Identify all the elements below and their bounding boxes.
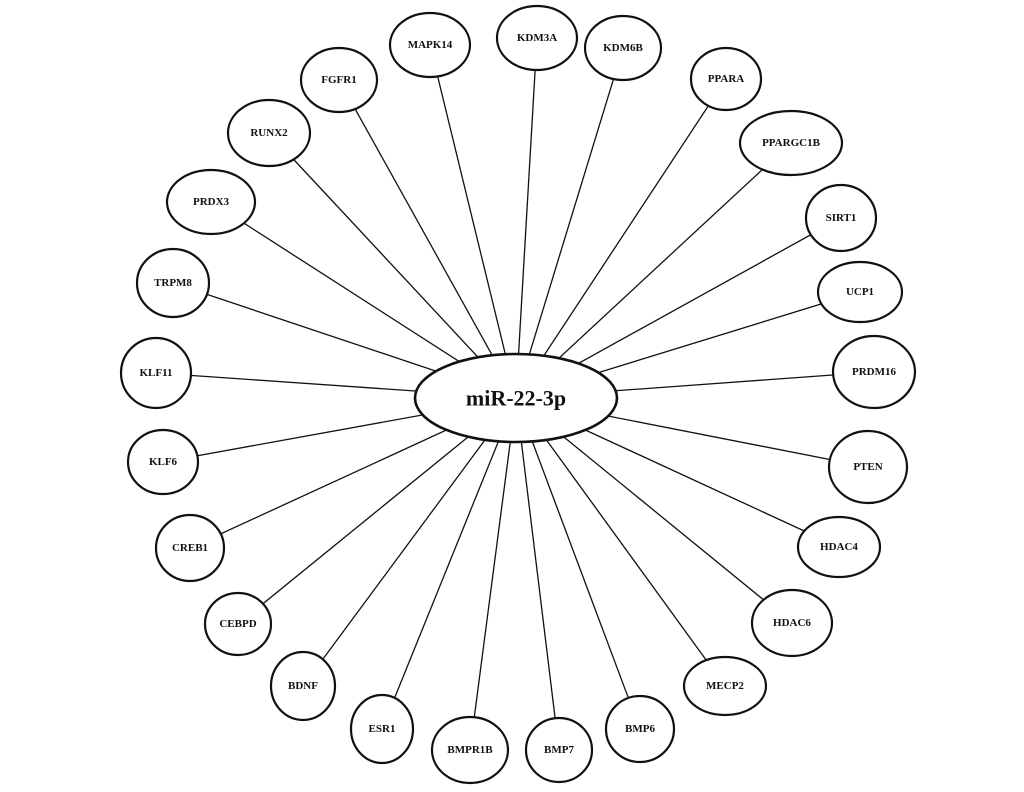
node-creb1-shape	[154, 513, 226, 583]
node-bmp6: BMP6	[604, 694, 676, 764]
node-sirt1: SIRT1	[804, 183, 878, 253]
node-hdac6-label: HDAC6	[773, 617, 811, 629]
node-bdnf-label: BDNF	[288, 680, 318, 692]
node-mapk14-label: MAPK14	[408, 39, 453, 51]
node-creb1: CREB1	[154, 513, 226, 583]
edge-bmp7	[515, 397, 560, 751]
edge-esr1	[381, 397, 517, 730]
node-klf11: KLF11	[119, 336, 193, 410]
node-kdm3a-label: KDM3A	[517, 32, 557, 44]
node-mapk14-shape	[388, 11, 472, 79]
edge-runx2	[268, 132, 517, 399]
node-prdx3: PRDX3	[165, 168, 257, 236]
node-cebpd-label: CEBPD	[219, 618, 256, 630]
edge-fgfr1	[338, 79, 517, 399]
node-cebpd-shape	[203, 591, 273, 657]
node-trpm8: TRPM8	[135, 247, 211, 319]
node-klf11-label: KLF11	[139, 367, 172, 379]
edge-mecp2	[515, 397, 726, 687]
node-runx2-label: RUNX2	[250, 127, 288, 139]
node-prdm16-label: PRDM16	[852, 366, 896, 378]
node-bmp7: BMP7	[524, 716, 594, 784]
node-hdac6: HDAC6	[750, 588, 834, 658]
node-kdm6b-shape	[583, 14, 663, 82]
node-creb1-label: CREB1	[172, 542, 208, 554]
node-hdac4-shape	[796, 515, 882, 579]
node-bdnf-shape	[269, 650, 337, 722]
node-sirt1-shape	[804, 183, 878, 253]
node-cebpd: CEBPD	[203, 591, 273, 657]
node-kdm6b-label: KDM6B	[603, 42, 643, 54]
edge-ppara	[515, 78, 727, 399]
node-klf6-label: KLF6	[149, 456, 178, 468]
node-kdm3a-shape	[495, 4, 579, 72]
node-ppara: PPARA	[689, 46, 763, 112]
node-esr1-label: ESR1	[369, 723, 396, 735]
node-runx2-shape	[226, 98, 312, 168]
node-ppargc1b-label: PPARGC1B	[762, 137, 821, 149]
node-hdac4: HDAC4	[796, 515, 882, 579]
node-ppargc1b-shape	[738, 109, 844, 177]
node-ucp1-label: UCP1	[846, 286, 874, 298]
node-klf6-shape	[126, 428, 200, 496]
node-fgfr1-shape	[299, 46, 379, 114]
node-bmp6-shape	[604, 694, 676, 764]
node-fgfr1: FGFR1	[299, 46, 379, 114]
node-hdac6-shape	[750, 588, 834, 658]
node-esr1-shape	[349, 693, 415, 765]
edge-mapk14	[429, 44, 517, 399]
node-runx2: RUNX2	[226, 98, 312, 168]
node-esr1: ESR1	[349, 693, 415, 765]
node-bmpr1b-shape	[430, 715, 510, 785]
node-ppara-label: PPARA	[708, 73, 745, 85]
edge-ppargc1b	[515, 142, 792, 399]
node-pten-label: PTEN	[853, 461, 882, 473]
node-ucp1-shape	[816, 260, 904, 324]
node-ppara-shape	[689, 46, 763, 112]
node-ppargc1b: PPARGC1B	[738, 109, 844, 177]
node-bmpr1b-label: BMPR1B	[447, 744, 493, 756]
node-trpm8-shape	[135, 247, 211, 319]
node-prdm16: PRDM16	[831, 334, 917, 410]
node-mecp2-label: MECP2	[706, 680, 744, 692]
node-hdac4-label: HDAC4	[820, 541, 858, 553]
node-mapk14: MAPK14	[388, 11, 472, 79]
edge-kdm6b	[515, 47, 624, 399]
node-pten: PTEN	[827, 429, 909, 505]
node-bdnf: BDNF	[269, 650, 337, 722]
edge-bmpr1b	[469, 397, 517, 751]
node-klf6: KLF6	[126, 428, 200, 496]
node-pten-shape	[827, 429, 909, 505]
node-bmp6-label: BMP6	[625, 723, 655, 735]
center-node-label: miR-22-3p	[466, 386, 566, 411]
node-prdx3-label: PRDX3	[193, 196, 230, 208]
node-prdx3-shape	[165, 168, 257, 236]
node-trpm8-label: TRPM8	[154, 277, 192, 289]
node-klf11-shape	[119, 336, 193, 410]
node-bmpr1b: BMPR1B	[430, 715, 510, 785]
node-ucp1: UCP1	[816, 260, 904, 324]
node-mecp2: MECP2	[682, 655, 768, 717]
node-fgfr1-label: FGFR1	[321, 74, 356, 86]
center-node: miR-22-3p	[413, 352, 619, 444]
target-nodes-layer: MAPK14KDM3AKDM6BPPARAPPARGC1BSIRT1UCP1PR…	[119, 4, 917, 785]
node-kdm3a: KDM3A	[495, 4, 579, 72]
node-bmp7-label: BMP7	[544, 744, 574, 756]
node-bmp7-shape	[524, 716, 594, 784]
edge-bmp6	[515, 397, 641, 730]
node-sirt1-label: SIRT1	[826, 212, 857, 224]
node-prdm16-shape	[831, 334, 917, 410]
node-mecp2-shape	[682, 655, 768, 717]
edge-kdm3a	[515, 37, 538, 399]
edge-bdnf	[302, 397, 517, 687]
node-kdm6b: KDM6B	[583, 14, 663, 82]
center-node-shape	[413, 352, 619, 444]
